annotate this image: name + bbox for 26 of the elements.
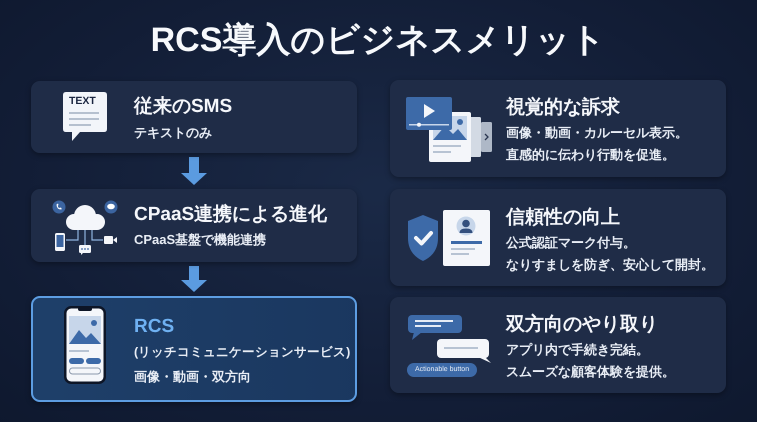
title: RCS導入のビジネスメリット [150, 20, 606, 60]
card-text: 直感的に伝わり行動を促進。 [506, 147, 675, 163]
card-text: 公式認証マーク付与。 [506, 235, 636, 251]
benefit-card [390, 189, 726, 286]
stage-box [31, 81, 357, 153]
card-heading: CPaaS連携による進化 [134, 204, 328, 226]
benefit-card [390, 297, 726, 393]
card-heading: 視覚的な訴求 [506, 97, 620, 119]
arrow [181, 266, 207, 292]
card-text: テキストのみ [134, 125, 212, 141]
card-heading: 従来のSMS [134, 96, 232, 118]
card-heading: 信頼性の向上 [506, 207, 620, 229]
card-heading: 双方向のやり取り [506, 314, 658, 336]
arrow [181, 157, 207, 185]
icon-label: TEXT [69, 95, 96, 107]
card-text: CPaaS基盤で機能連携 [134, 232, 266, 248]
card-text: 画像・動画・双方向 [134, 369, 251, 385]
benefit-card [390, 80, 726, 177]
highlighted-box [31, 296, 357, 402]
card-text: なりすましを防ぎ、安心して開封。 [506, 257, 714, 273]
card-heading: RCS [134, 316, 174, 338]
card-text: 画像・動画・カルーセル表示。 [506, 125, 688, 141]
card-text: (リッチコミュニケーションサービス) [134, 344, 350, 360]
card-text: スムーズな顧客体験を提供。 [506, 364, 675, 380]
card-text: アプリ内で手続き完結。 [506, 342, 649, 358]
stage-box [31, 189, 357, 262]
